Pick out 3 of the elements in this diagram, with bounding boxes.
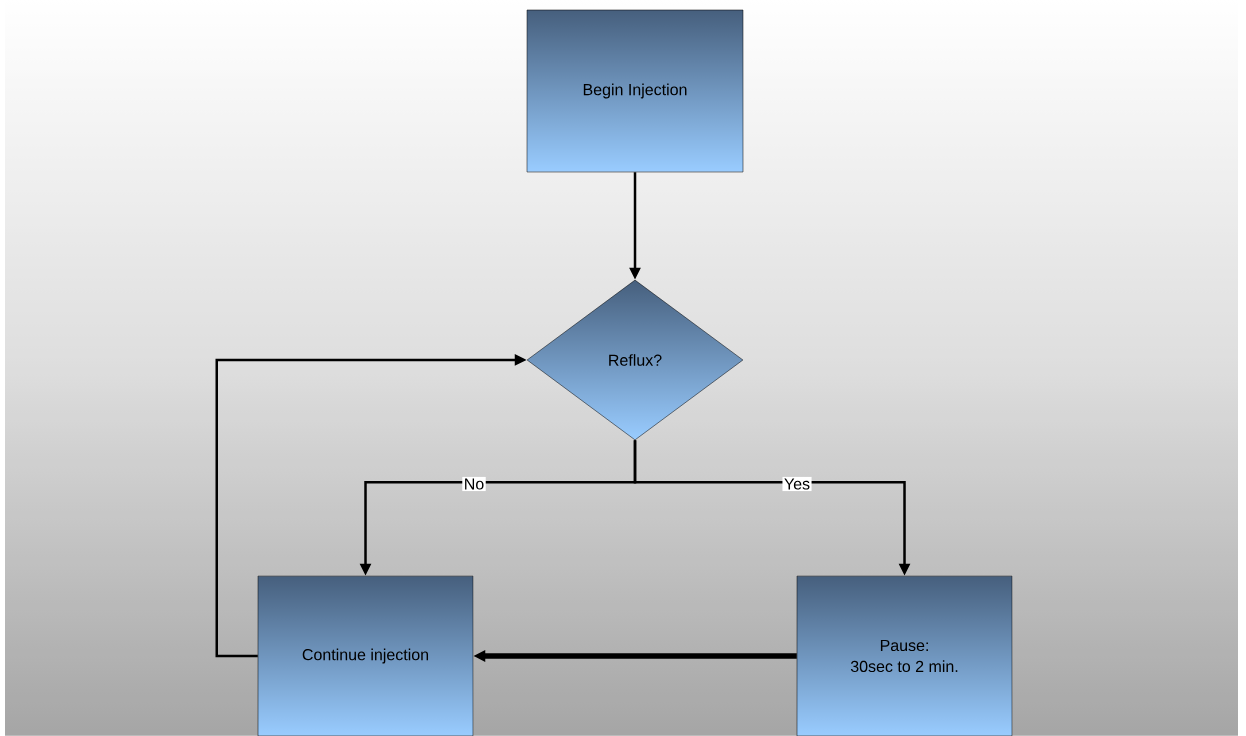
process-box: Begin Injection <box>526 9 744 173</box>
process-box: Pause: 30sec to 2 min. <box>796 575 1013 736</box>
process-box: Continue injection <box>257 575 474 736</box>
